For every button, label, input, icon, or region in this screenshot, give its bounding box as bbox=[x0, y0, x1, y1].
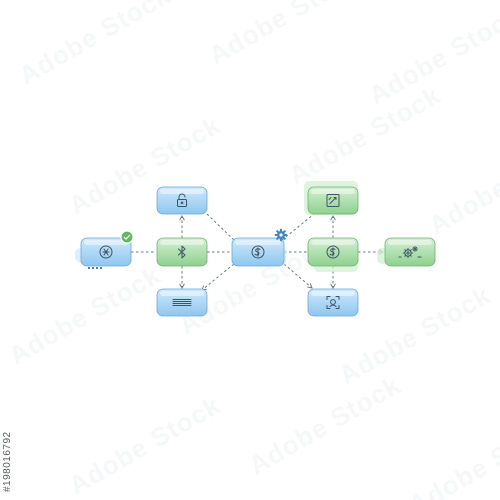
lock-card bbox=[156, 186, 208, 215]
profile-badge-group bbox=[88, 230, 134, 269]
bluetooth-card-highlight bbox=[160, 240, 204, 245]
profile-dot bbox=[100, 267, 102, 269]
menu-card bbox=[156, 288, 208, 317]
gears-icon bbox=[398, 246, 422, 259]
settings-card bbox=[377, 237, 436, 267]
stock-id: #198016792 bbox=[2, 431, 13, 492]
lock-icon bbox=[177, 193, 187, 207]
lock-card-highlight bbox=[160, 189, 204, 194]
bluetooth-icon bbox=[178, 245, 186, 259]
settings-card-highlight bbox=[388, 240, 432, 245]
payment-card-highlight bbox=[311, 240, 355, 245]
central-payment-card bbox=[231, 237, 286, 267]
connector-central-to-menu bbox=[201, 263, 235, 291]
lock-card-body bbox=[156, 186, 208, 215]
settings-card-body bbox=[384, 237, 436, 267]
connector-central-to-facescan bbox=[283, 263, 313, 289]
profile-card bbox=[75, 237, 132, 267]
central-payment-card-highlight bbox=[235, 240, 281, 245]
menu-lines-icon bbox=[172, 299, 192, 306]
face-scan-card bbox=[307, 288, 359, 317]
payment-card bbox=[307, 237, 359, 272]
check-badge-icon bbox=[120, 230, 134, 244]
face-scan-card-body bbox=[307, 288, 359, 317]
bluetooth-card bbox=[156, 237, 208, 267]
profile-dot bbox=[88, 267, 90, 269]
profile-dot bbox=[92, 267, 94, 269]
check-mark-icon bbox=[123, 234, 131, 240]
connector-central-to-lock bbox=[206, 213, 235, 241]
dollar-coin-icon bbox=[251, 245, 265, 259]
profile-icon bbox=[99, 245, 113, 259]
connector-lines bbox=[131, 213, 384, 291]
gear-icon bbox=[274, 228, 288, 242]
menu-card-highlight bbox=[160, 291, 204, 296]
profile-card-highlight bbox=[84, 240, 128, 245]
connector-central-to-document bbox=[281, 213, 315, 241]
face-scan-icon bbox=[326, 296, 340, 309]
diagram-nodes bbox=[75, 181, 436, 317]
document-icon bbox=[326, 194, 340, 207]
document-card-highlight bbox=[311, 189, 355, 194]
profile-dot bbox=[96, 267, 98, 269]
dollar-coin-icon bbox=[326, 245, 340, 259]
menu-card-body bbox=[156, 288, 208, 317]
face-scan-card-highlight bbox=[311, 291, 355, 296]
document-card bbox=[304, 181, 359, 215]
